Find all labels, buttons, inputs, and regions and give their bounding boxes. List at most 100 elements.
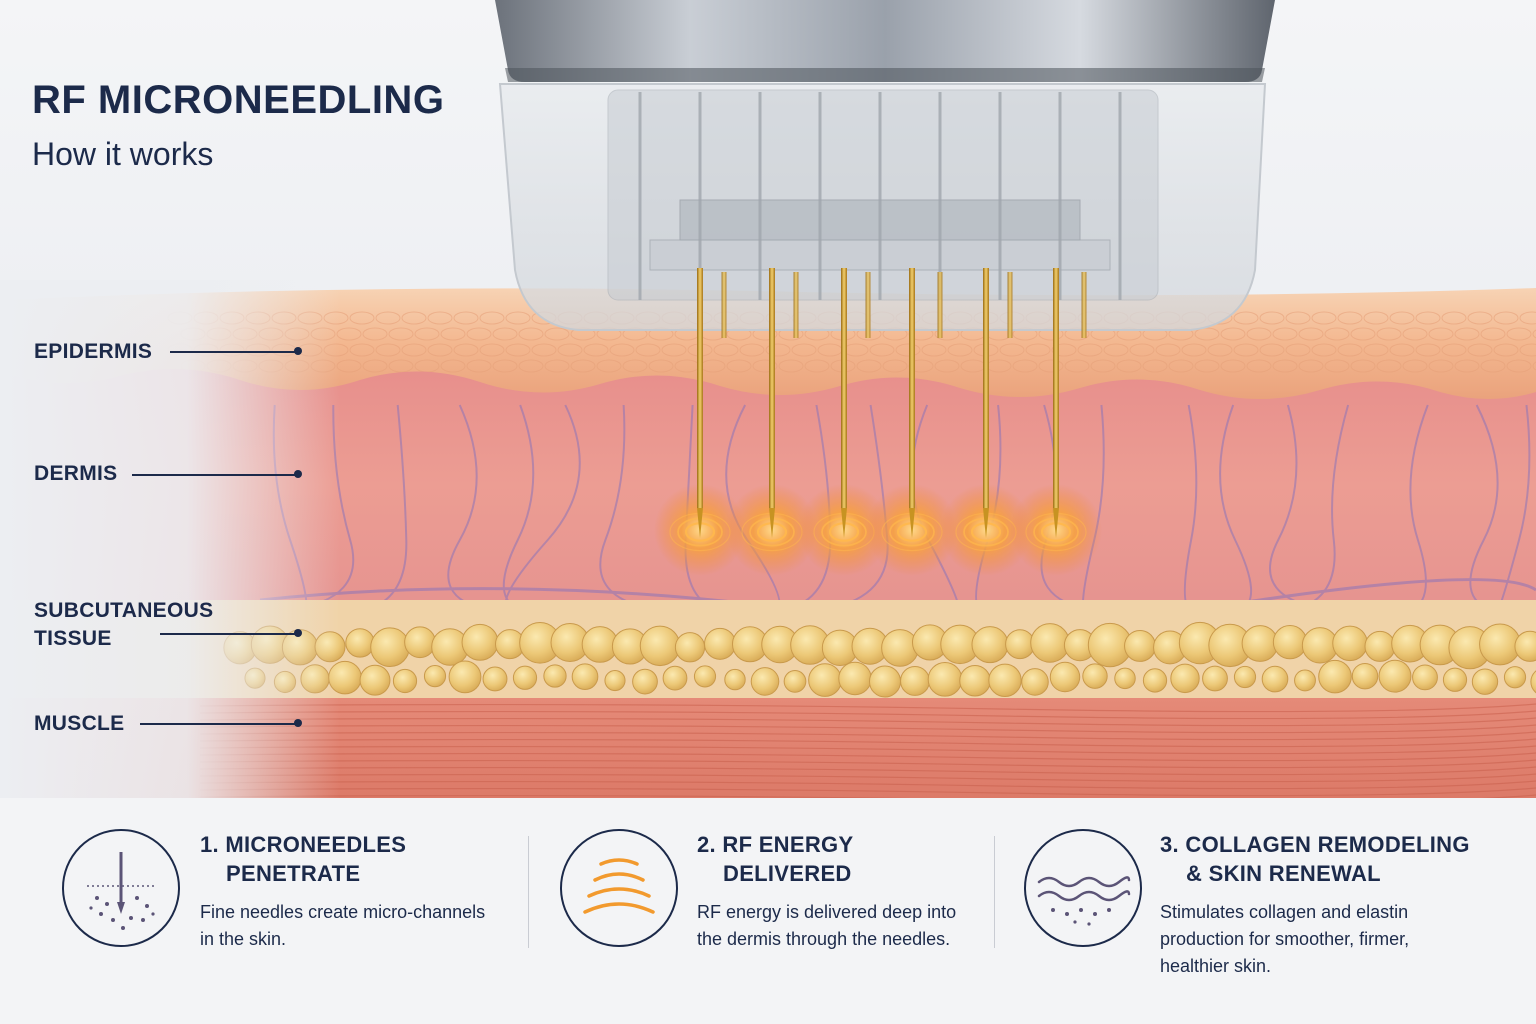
microneedle-tip (1053, 508, 1059, 538)
microneedle (841, 268, 847, 508)
fat-cell (808, 663, 842, 697)
leader-dot-epidermis (294, 347, 302, 355)
steps-panel (0, 798, 1536, 1024)
step-3-title: 3. COLLAGEN REMODELING & SKIN RENEWAL (1160, 830, 1470, 888)
fat-cell (838, 661, 872, 696)
leader-line-epidermis (170, 351, 296, 353)
microneedle (983, 268, 989, 508)
step-3-number: 3. (1160, 832, 1179, 857)
fat-cell (345, 628, 375, 658)
step-3-description: Stimulates collagen and elastin producti… (1160, 899, 1409, 980)
microneedle-back (865, 272, 871, 338)
microneedle-back (937, 272, 943, 338)
step-3-desc-line2: production for smoother, firmer, (1160, 929, 1410, 949)
step-1-desc-line1: Fine needles create micro-channels (200, 902, 486, 922)
fat-cell (724, 668, 746, 691)
fat-cell (1202, 665, 1228, 692)
fat-cell (868, 665, 902, 698)
microneedle-tip (983, 508, 989, 538)
fat-cell (1021, 668, 1049, 696)
fat-cell (639, 625, 681, 667)
step-3-title-line2: & SKIN RENEWAL (1186, 861, 1381, 886)
step-1-description: Fine needles create micro-channels in th… (200, 899, 485, 953)
fat-cell (704, 627, 736, 660)
fat-cell (1233, 665, 1257, 689)
fat-cell (783, 670, 807, 693)
step-1-title: 1. MICRONEEDLES PENETRATE (200, 830, 406, 888)
fat-cell (662, 665, 688, 691)
fat-cell (1364, 630, 1396, 662)
fat-cell (1082, 663, 1108, 689)
leader-line-dermis (132, 474, 296, 476)
fat-cell (512, 665, 538, 690)
microneedle-tip (769, 508, 775, 538)
microneedle (697, 268, 703, 508)
step-3-desc-line1: Stimulates collagen and elastin (1160, 902, 1409, 922)
fat-cell (1241, 625, 1279, 662)
microneedle (1053, 268, 1059, 508)
fat-cell (543, 664, 567, 688)
fat-cell (1442, 667, 1468, 692)
fat-cell (1378, 659, 1412, 693)
fat-cell (1530, 670, 1536, 694)
fat-cell (1294, 669, 1316, 692)
fat-cell (693, 665, 717, 688)
layer-label-dermis: DERMIS (34, 462, 118, 485)
microneedle-tip (697, 508, 703, 538)
leader-dot-subcutaneous (294, 629, 302, 637)
fat-cell (370, 627, 410, 668)
skin-renewal-icon (1024, 829, 1142, 947)
leader-line-subcutaneous (160, 633, 296, 635)
page-title: RF MICRONEEDLING (32, 78, 445, 122)
step-2-number: 2. (697, 832, 716, 857)
fat-cell (423, 665, 447, 688)
step-2-title-line1: RF ENERGY (722, 832, 854, 857)
microneedle-back (793, 272, 799, 338)
fat-cell (1479, 623, 1521, 666)
fat-cell (1412, 664, 1438, 691)
leader-dot-dermis (294, 470, 302, 478)
fat-cell (359, 664, 391, 696)
fat-cell (1261, 665, 1289, 693)
layer-label-muscle: MUSCLE (34, 712, 125, 735)
step-3-desc-line3: healthier skin. (1160, 956, 1272, 976)
skin-cross-section-illustration (0, 0, 1536, 800)
leader-line-muscle (140, 723, 296, 725)
step-1-title-line2: PENETRATE (226, 861, 361, 886)
fat-cell (959, 664, 991, 697)
fat-cell (900, 666, 930, 696)
fat-cell (404, 626, 436, 659)
fat-cell (1351, 662, 1379, 690)
leader-dot-muscle (294, 719, 302, 727)
fat-cell (1049, 661, 1081, 693)
fat-cell (971, 626, 1009, 664)
fat-cell (1332, 625, 1368, 662)
fat-cell (1170, 663, 1200, 694)
fat-cell (1142, 668, 1168, 693)
step-divider-1 (528, 836, 529, 948)
step-1-desc-line2: in the skin. (200, 929, 287, 949)
rf-wave-icon (560, 829, 678, 947)
step-2-title: 2. RF ENERGY DELIVERED (697, 830, 853, 888)
fat-cell (1471, 668, 1499, 695)
fat-cell (674, 632, 706, 663)
fat-cell (750, 667, 780, 696)
fat-cell (1005, 629, 1035, 660)
fat-cell (1514, 630, 1536, 662)
step-2-desc-line2: the dermis through the needles. (697, 929, 951, 949)
microneedle-back (1007, 272, 1013, 338)
fat-cell (988, 663, 1022, 698)
step-divider-2 (994, 836, 995, 948)
page-subtitle: How it works (32, 136, 214, 172)
microneedle (769, 268, 775, 508)
step-2-description: RF energy is delivered deep into the der… (697, 899, 956, 953)
microneedle-tip (909, 508, 915, 538)
rf-device-handpiece (495, 0, 1275, 331)
fat-cell (392, 668, 418, 694)
fat-cell (461, 623, 499, 661)
layer-label-subcutaneous-line2: TISSUE (34, 627, 112, 650)
microneedle-back (721, 272, 727, 338)
layer-label-subcutaneous: SUBCUTANEOUS TISSUE (34, 597, 213, 653)
layer-label-epidermis: EPIDERMIS (34, 340, 153, 363)
microneedle-icon (62, 829, 180, 947)
